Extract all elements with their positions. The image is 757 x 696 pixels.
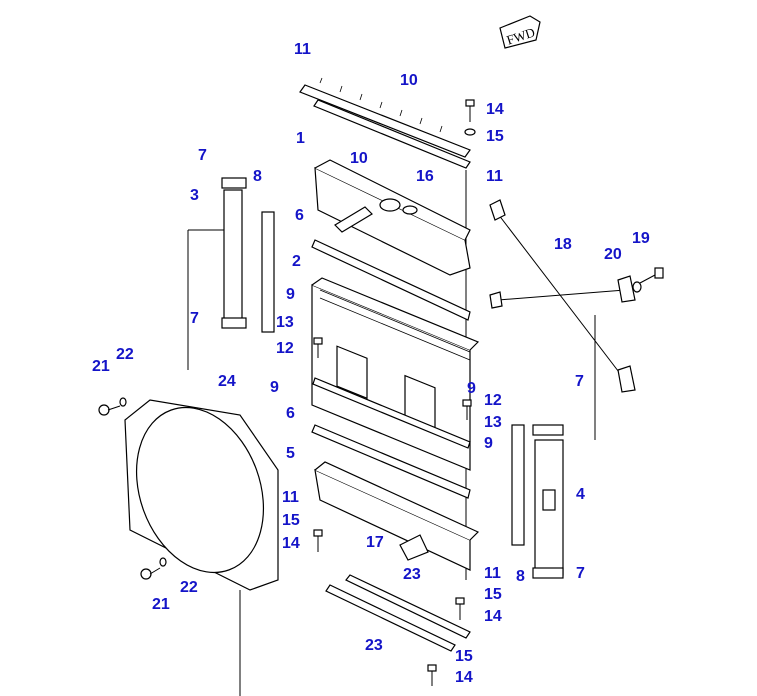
callout-18: 18 bbox=[554, 236, 572, 253]
shroud-bolt-upper-icon bbox=[98, 397, 127, 416]
callout-15: 15 bbox=[455, 648, 473, 665]
callout-14: 14 bbox=[486, 101, 504, 118]
callout-21: 21 bbox=[152, 596, 170, 613]
callout-21: 21 bbox=[92, 358, 110, 375]
callout-11: 11 bbox=[484, 565, 501, 582]
callout-13: 13 bbox=[276, 314, 294, 331]
stay-rods bbox=[489, 199, 636, 440]
callout-8: 8 bbox=[253, 168, 262, 185]
callout-14: 14 bbox=[455, 669, 473, 686]
callout-17: 17 bbox=[366, 534, 384, 551]
callout-10: 10 bbox=[400, 72, 418, 89]
callout-20: 20 bbox=[604, 246, 622, 263]
callout-7: 7 bbox=[198, 147, 207, 164]
lower-tank bbox=[314, 461, 480, 571]
callout-11: 11 bbox=[486, 168, 503, 185]
callout-22: 22 bbox=[180, 579, 198, 596]
callout-2: 2 bbox=[292, 253, 301, 270]
stay-bolt-icon bbox=[632, 267, 664, 293]
callout-14: 14 bbox=[282, 535, 300, 552]
callout-12: 12 bbox=[484, 392, 502, 409]
callout-19: 19 bbox=[632, 230, 650, 247]
callout-9: 9 bbox=[484, 435, 493, 452]
callout-1: 1 bbox=[296, 130, 305, 147]
callout-15: 15 bbox=[484, 586, 502, 603]
gasket-9 bbox=[312, 377, 471, 449]
callout-3: 3 bbox=[190, 187, 199, 204]
callout-6: 6 bbox=[295, 207, 304, 224]
core-bolt-icons bbox=[313, 337, 472, 686]
gasket-lower bbox=[311, 424, 471, 499]
callout-12: 12 bbox=[276, 340, 294, 357]
bottom-strip-a bbox=[345, 574, 471, 639]
callout-7: 7 bbox=[575, 373, 584, 390]
callout-4: 4 bbox=[576, 486, 585, 503]
fwd-arrow-icon: FWD bbox=[499, 15, 541, 49]
callout-7: 7 bbox=[576, 565, 585, 582]
callout-7: 7 bbox=[190, 310, 199, 327]
bottom-strip-b bbox=[325, 584, 456, 652]
callout-23: 23 bbox=[365, 637, 383, 654]
callout-5: 5 bbox=[286, 445, 295, 462]
callout-8: 8 bbox=[516, 568, 525, 585]
callout-9: 9 bbox=[286, 286, 295, 303]
callout-11: 11 bbox=[282, 489, 299, 506]
top-seal-strips bbox=[299, 77, 471, 169]
top-bolt-icon bbox=[464, 99, 476, 136]
gasket-upper bbox=[311, 239, 471, 321]
callout-15: 15 bbox=[486, 128, 504, 145]
left-side-member bbox=[187, 177, 275, 370]
radiator-core bbox=[311, 277, 480, 471]
callout-14: 14 bbox=[484, 608, 502, 625]
callout-15: 15 bbox=[282, 512, 300, 529]
callout-9: 9 bbox=[270, 379, 279, 396]
callout-16: 16 bbox=[416, 168, 434, 185]
callout-labels: 11 10 14 15 10 11 1 16 7 8 3 6 18 19 20 … bbox=[92, 41, 650, 686]
shroud-bolt-lower-icon bbox=[140, 557, 167, 580]
callout-24: 24 bbox=[218, 373, 236, 390]
callout-10: 10 bbox=[350, 150, 368, 167]
callout-9: 9 bbox=[467, 380, 476, 397]
callout-13: 13 bbox=[484, 414, 502, 431]
callout-22: 22 bbox=[116, 346, 134, 363]
callout-11: 11 bbox=[294, 41, 311, 58]
right-side-member bbox=[511, 424, 564, 579]
callout-23: 23 bbox=[403, 566, 421, 583]
upper-tank bbox=[314, 159, 471, 276]
callout-6: 6 bbox=[286, 405, 295, 422]
fan-shroud bbox=[124, 399, 279, 696]
